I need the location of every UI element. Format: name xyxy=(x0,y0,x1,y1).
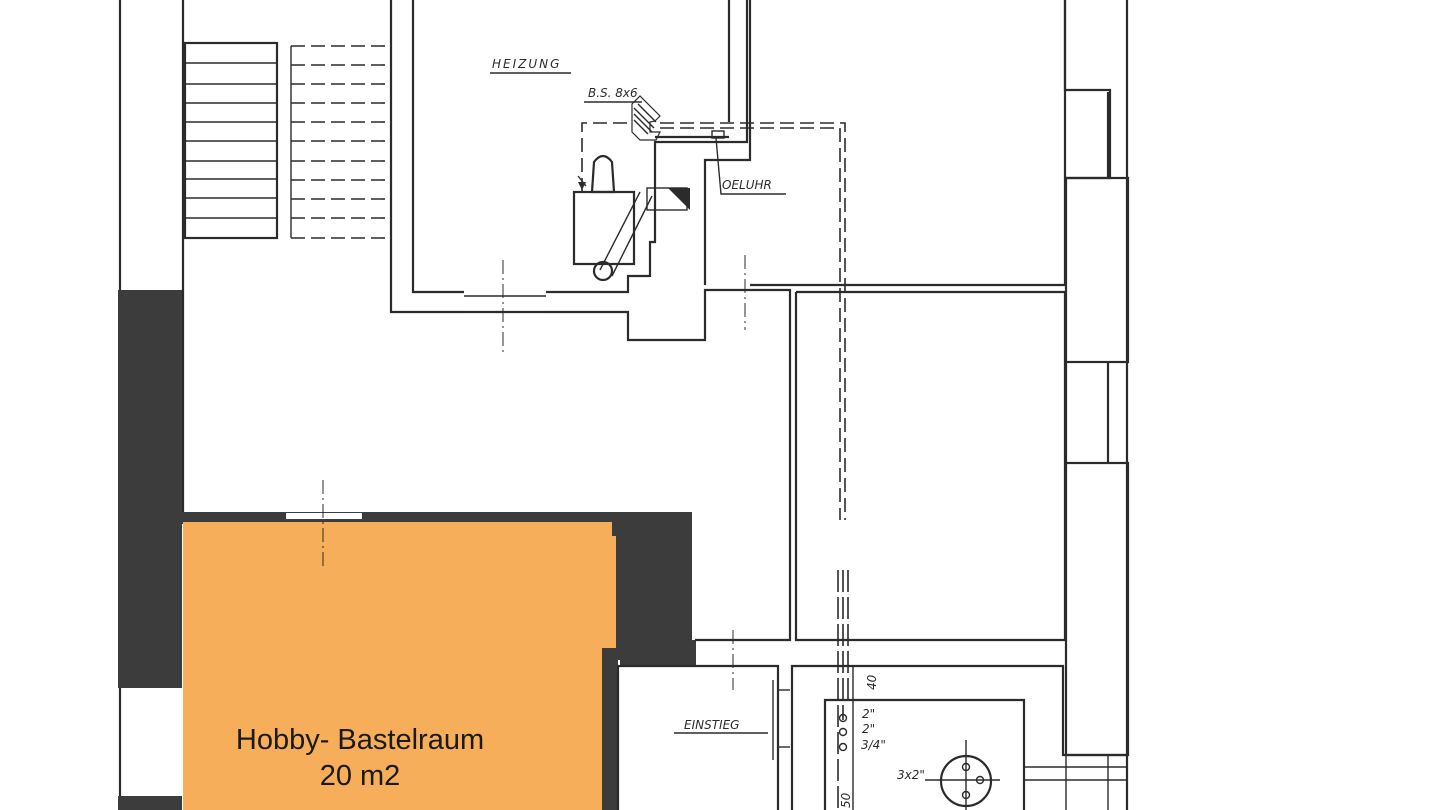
svg-text:HEIZUNG: HEIZUNG xyxy=(492,57,561,71)
chimney-label: B.S. 8x6 xyxy=(584,86,642,103)
pipes-multi-label: 3x2" xyxy=(897,768,925,782)
pipe-label-2: 2" xyxy=(862,722,875,736)
dimension-top: 40 xyxy=(865,674,879,690)
svg-text:OELUHR: OELUHR xyxy=(722,178,772,192)
hobby-room-area: 20 m2 xyxy=(319,760,401,792)
axis-lines xyxy=(322,255,746,690)
chimney-hatch xyxy=(631,95,661,141)
pipe-label-3: 3/4" xyxy=(861,738,886,752)
svg-text:EINSTIEG: EINSTIEG xyxy=(684,718,739,732)
hobby-room-name: Hobby- Bastelraum xyxy=(235,724,485,756)
svg-text:B.S. 8x6: B.S. 8x6 xyxy=(588,86,638,100)
boiler xyxy=(572,122,690,282)
left-outer-wall xyxy=(118,0,185,810)
pipe-connections xyxy=(838,713,1000,810)
heating-room-walls xyxy=(389,0,792,642)
dimension-bottom: 50 xyxy=(839,792,853,808)
hobby-room-label: Hobby- Bastelraum 20 m2 xyxy=(200,722,520,794)
bottom-rooms xyxy=(616,664,1127,810)
oil-meter xyxy=(711,130,786,195)
heating-label: HEIZUNG xyxy=(490,57,571,74)
staircase xyxy=(183,41,391,240)
heating-pipe xyxy=(660,122,849,810)
oil-meter-label: OELUHR xyxy=(722,178,772,192)
hobby-room-floor[interactable] xyxy=(183,522,616,810)
entry-label: EINSTIEG xyxy=(674,718,768,734)
right-rooms xyxy=(750,0,1130,810)
pipe-label-1: 2" xyxy=(862,707,875,721)
